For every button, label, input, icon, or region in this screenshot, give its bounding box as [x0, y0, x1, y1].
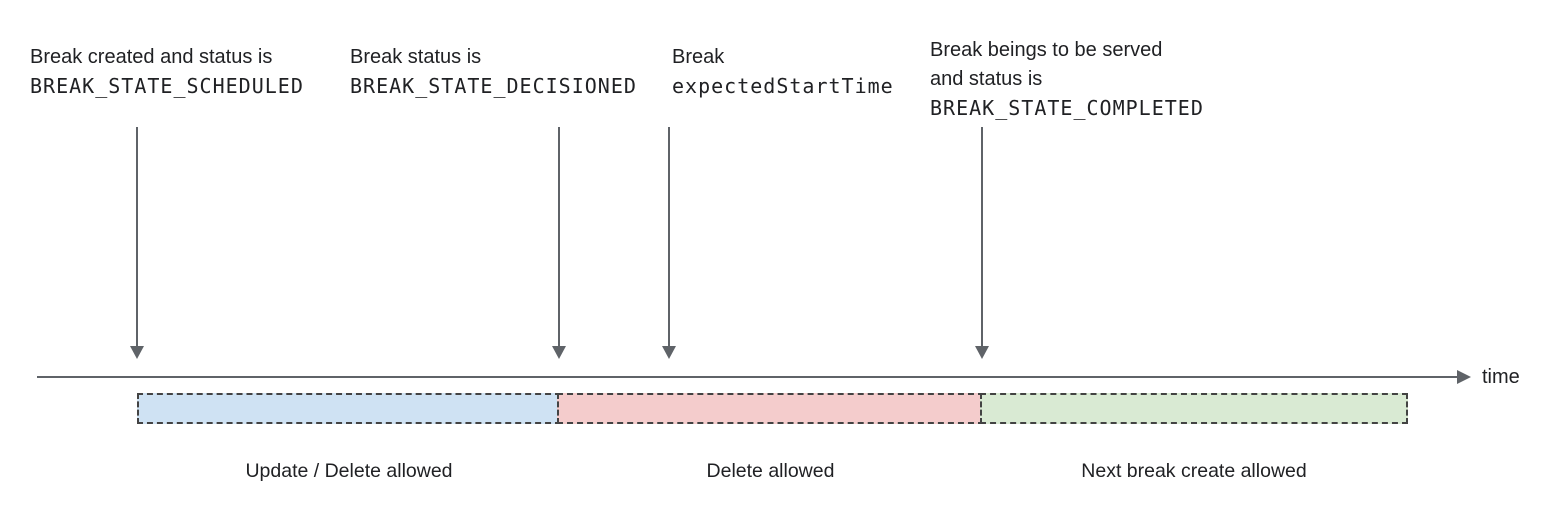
- annotation-text: Break status is: [350, 46, 482, 68]
- segment-label: Update / Delete allowed: [245, 460, 453, 482]
- annotation-text: Break created and status is: [30, 46, 273, 68]
- annotation-text: Break beings to be served: [930, 39, 1163, 61]
- time-axis-label: time: [1482, 366, 1520, 388]
- segment-next-break-create-allowed: [980, 393, 1408, 424]
- annotation-code: expectedStartTime: [672, 74, 894, 98]
- annotation-code: BREAK_STATE_COMPLETED: [930, 96, 1204, 120]
- annotation-code: BREAK_STATE_SCHEDULED: [30, 74, 304, 98]
- arrow-down-icon: [129, 127, 145, 359]
- annotation-code: BREAK_STATE_DECISIONED: [350, 74, 637, 98]
- arrow-right-icon: [1457, 370, 1471, 384]
- annotation-text: and status is: [930, 68, 1043, 90]
- time-axis-line: [37, 376, 1457, 378]
- annotation-text: Break: [672, 46, 725, 68]
- segment-delete-allowed: [557, 393, 984, 424]
- annotation-break-decisioned: Break status is BREAK_STATE_DECISIONED: [350, 43, 637, 101]
- segment-label: Next break create allowed: [1081, 460, 1307, 482]
- annotation-expected-start-time: Break expectedStartTime: [672, 43, 894, 101]
- arrow-down-icon: [661, 127, 677, 359]
- segment-label: Delete allowed: [706, 460, 835, 482]
- arrow-down-icon: [974, 127, 990, 359]
- arrow-down-icon: [551, 127, 567, 359]
- segment-update-delete-allowed: [137, 393, 561, 424]
- annotation-break-completed: Break beings to be served and status is …: [930, 36, 1204, 123]
- annotation-break-created: Break created and status is BREAK_STATE_…: [30, 43, 304, 101]
